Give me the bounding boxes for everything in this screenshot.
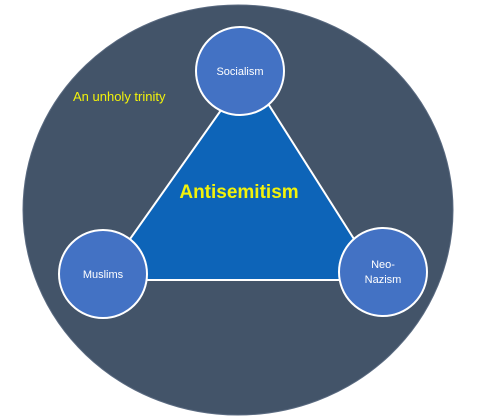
node-neo-nazism: Neo- Nazism: [338, 227, 428, 317]
node-socialism-circle: [195, 26, 285, 116]
node-socialism: Socialism: [195, 26, 285, 116]
center-label: Antisemitism: [179, 182, 298, 203]
node-muslims: Muslims: [58, 229, 148, 319]
node-neo-nazism-label-line2: Nazism: [365, 274, 402, 286]
node-neo-nazism-label-line1: Neo-: [371, 259, 395, 271]
node-socialism-label: Socialism: [216, 66, 263, 78]
trinity-triangle: [99, 70, 382, 281]
node-muslims-circle: [58, 229, 148, 319]
node-muslims-label: Muslims: [83, 269, 124, 281]
tagline: An unholy trinity: [73, 89, 166, 104]
node-neo-nazism-circle: [338, 227, 428, 317]
